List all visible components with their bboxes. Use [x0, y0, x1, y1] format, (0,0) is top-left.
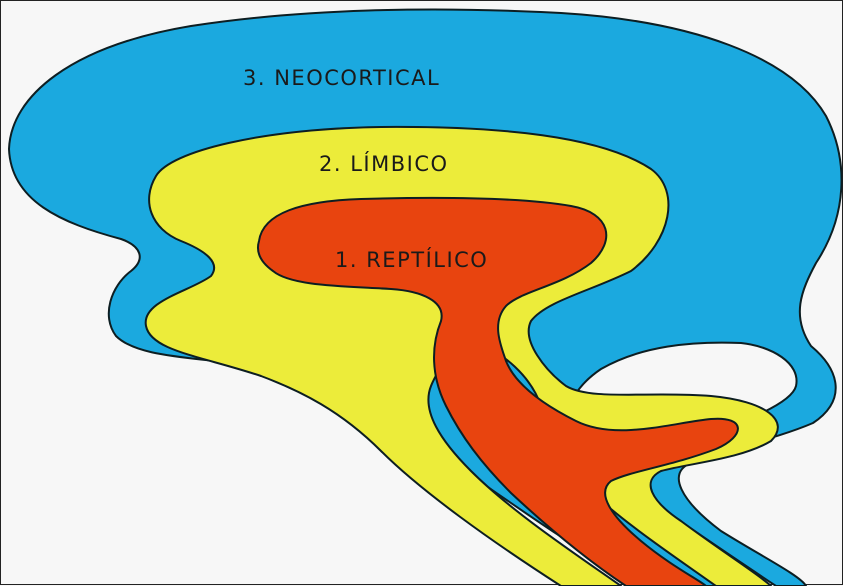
neocortical-label: 3. NEOCORTICAL — [243, 66, 440, 90]
reptilico-label: 1. REPTÍLICO — [335, 247, 488, 272]
limbico-label: 2. LÍMBICO — [319, 151, 449, 176]
